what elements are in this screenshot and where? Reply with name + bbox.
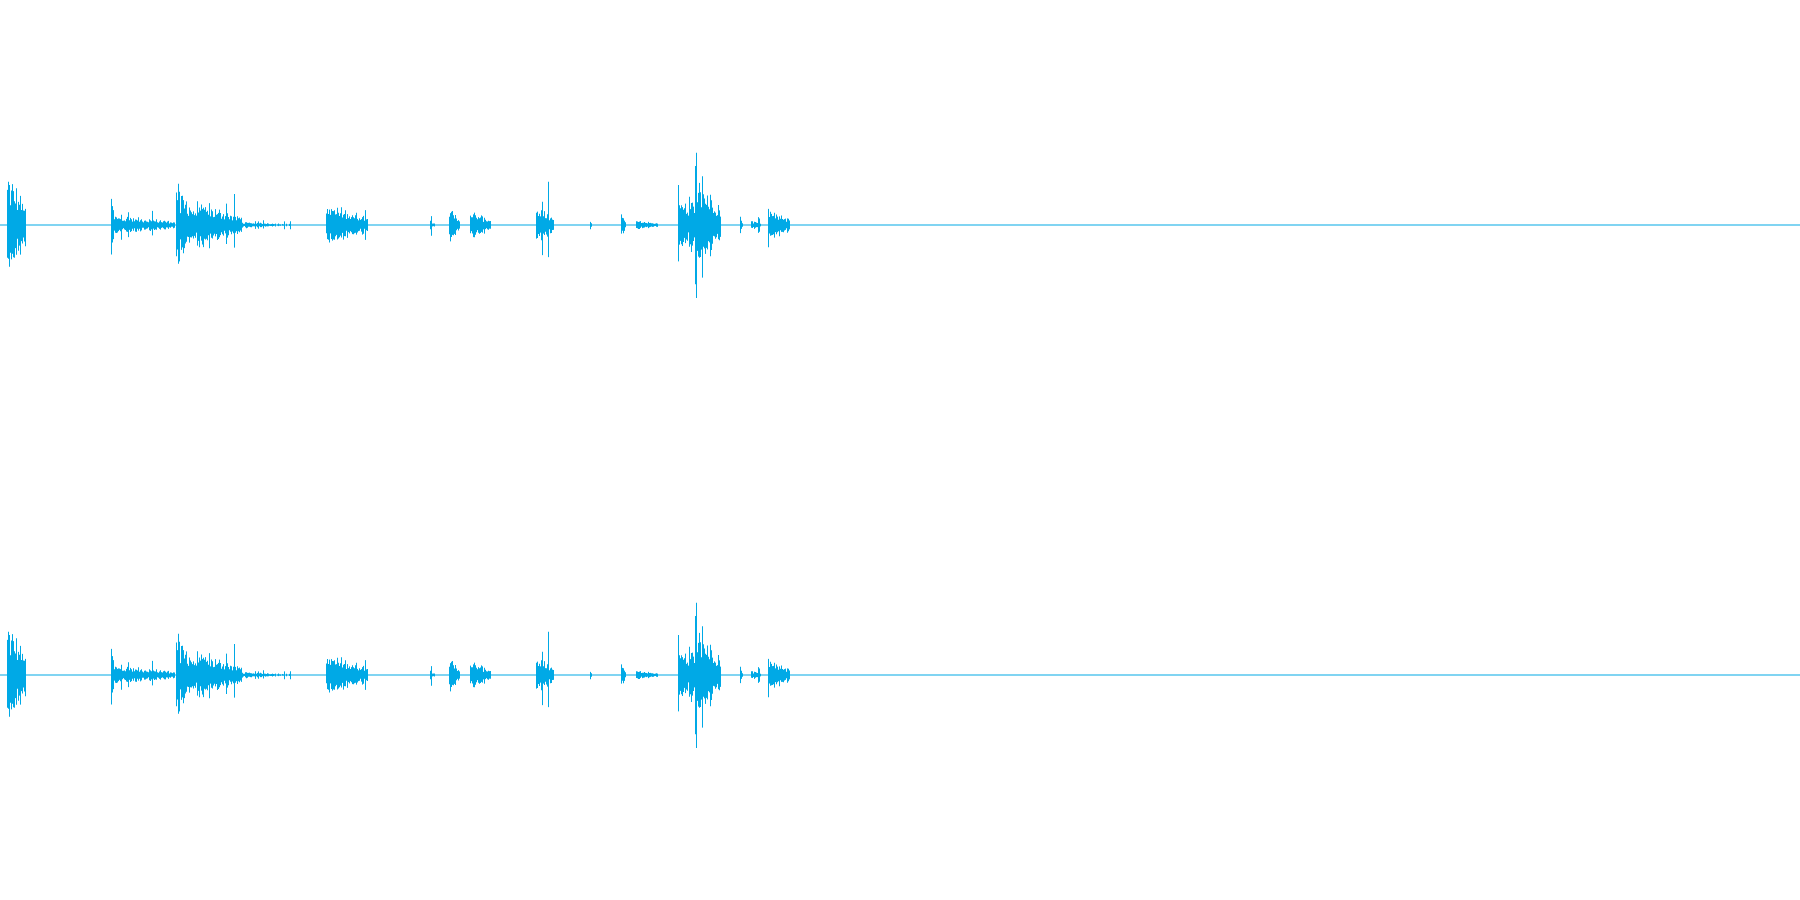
waveform-channel-2	[0, 602, 1800, 748]
waveform-channel-1	[0, 152, 1800, 298]
waveform-trace	[7, 602, 790, 748]
waveform-trace	[7, 152, 790, 298]
